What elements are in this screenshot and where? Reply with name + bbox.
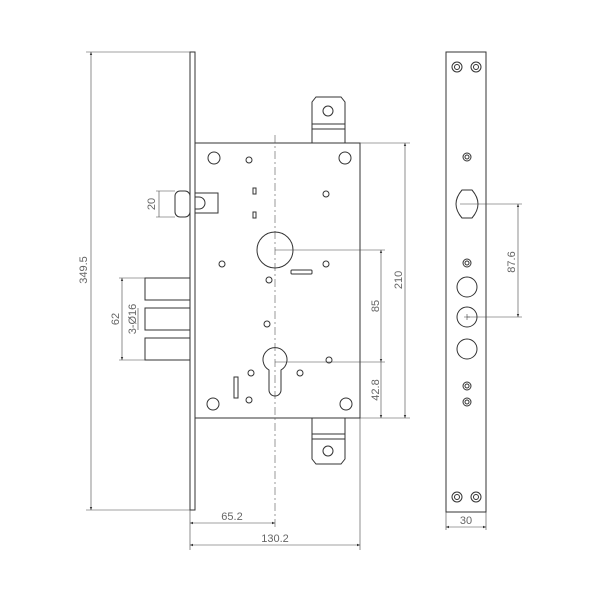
- faceplate-side: [189, 51, 196, 511]
- dim-label-3-d16: 3-Ø16: [127, 304, 139, 335]
- dim-label-349-5: 349.5: [78, 256, 90, 284]
- lock-case: [194, 142, 361, 419]
- dim-label-85: 85: [370, 300, 382, 312]
- dim-label-42-8: 42.8: [370, 379, 382, 400]
- dim-label-62: 62: [110, 313, 122, 325]
- latch-bolt: [174, 190, 219, 218]
- dim-label-210: 210: [393, 271, 405, 289]
- faceplate-front: [445, 51, 487, 513]
- dim-label-30: 30: [460, 515, 472, 527]
- dim-backset: 65.2 130.2: [189, 418, 361, 550]
- dim-latch: 20: [146, 190, 175, 218]
- dim-label-65-2: 65.2: [221, 511, 242, 523]
- dead-bolts: [144, 277, 191, 361]
- dim-faceplate-width: 30: [445, 512, 487, 530]
- dim-label-20: 20: [146, 198, 158, 210]
- dim-handle-cylinder: 85 42.8: [275, 249, 385, 418]
- top-mounting-tab: [311, 96, 346, 143]
- dim-bolts: 62 3-Ø16: [110, 277, 145, 361]
- dim-label-130-2: 130.2: [261, 533, 289, 545]
- bottom-mounting-tab: [311, 418, 346, 465]
- dim-label-87-6: 87.6: [506, 251, 518, 272]
- case-holes: [206, 151, 353, 411]
- dim-overall-height: 349.5: [78, 51, 190, 511]
- dim-faceplate-spacing: 87.6: [460, 203, 522, 318]
- dim-case-height: 210: [360, 142, 410, 419]
